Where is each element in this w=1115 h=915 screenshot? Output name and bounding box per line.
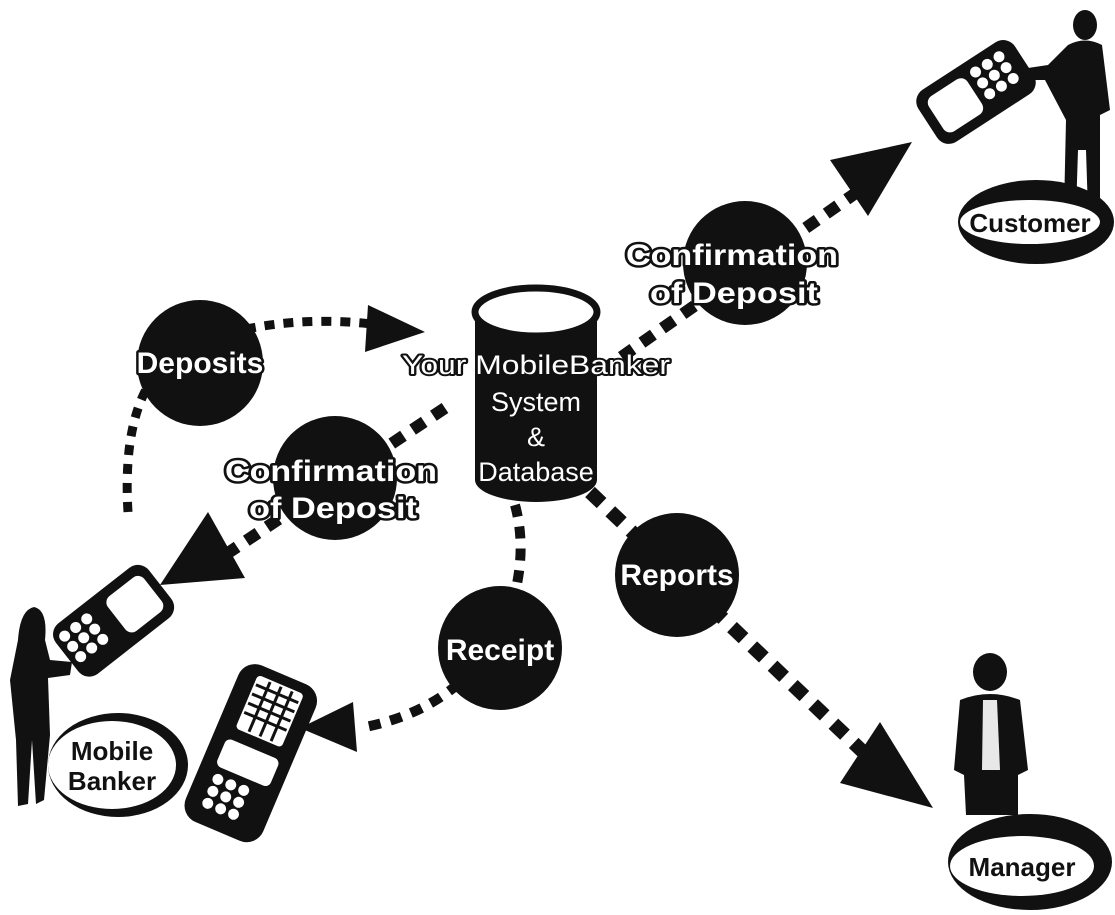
- system-database: Your MobileBanker System & Database: [400, 284, 672, 502]
- customer-person-icon: [1028, 10, 1110, 212]
- actor-label-mobile-banker-line1: Mobile: [71, 736, 153, 766]
- flow-label-confirmation-banker-line1: Confirmation: [225, 455, 437, 488]
- flow-node-confirmation-customer: Confirmation of Deposit: [624, 201, 841, 325]
- flow-label-confirmation-customer-line1: Confirmation: [626, 239, 838, 272]
- receipt-connector: [359, 503, 526, 733]
- actor-customer: Customer: [916, 10, 1114, 264]
- flow-label-confirmation-banker-line2: of Deposit: [249, 492, 417, 525]
- manager-person-icon: [954, 653, 1028, 815]
- receipt-arrowhead-icon: [300, 702, 357, 752]
- flow-node-receipt: Receipt: [438, 586, 562, 710]
- actor-manager: Manager: [948, 653, 1112, 910]
- flow-node-reports: Reports: [615, 513, 739, 637]
- arrow-heads: [160, 142, 933, 808]
- mobile-banker-phone-icon: [53, 564, 175, 677]
- actor-label-manager: Manager: [969, 852, 1076, 882]
- flow-label-reports: Reports: [620, 559, 733, 592]
- system-title-line2: System: [491, 387, 581, 417]
- flow-label-confirmation-customer-line2: of Deposit: [650, 277, 818, 310]
- deposits-arrowhead-icon: [365, 305, 425, 352]
- system-title-line3: &: [527, 422, 545, 452]
- flow-label-receipt: Receipt: [446, 634, 554, 667]
- customer-phone-icon: [916, 40, 1036, 144]
- customer-arrowhead-icon: [830, 142, 912, 216]
- banker-arrowhead-icon: [160, 512, 245, 585]
- flow-node-deposits: Deposits: [134, 300, 266, 426]
- manager-arrowhead-icon: [840, 722, 933, 808]
- flow-label-deposits: Deposits: [137, 347, 264, 380]
- actor-label-customer: Customer: [969, 208, 1090, 238]
- mobile-banker-person-icon: [10, 607, 72, 806]
- actor-label-mobile-banker-line2: Banker: [68, 766, 156, 796]
- system-title-line4: Database: [478, 457, 594, 487]
- actor-mobile-banker: Mobile Banker: [10, 564, 188, 817]
- flow-node-confirmation-banker: Confirmation of Deposit: [223, 416, 440, 540]
- system-title-line1: Your MobileBanker: [402, 350, 670, 380]
- receipt-device-icon: [184, 664, 318, 843]
